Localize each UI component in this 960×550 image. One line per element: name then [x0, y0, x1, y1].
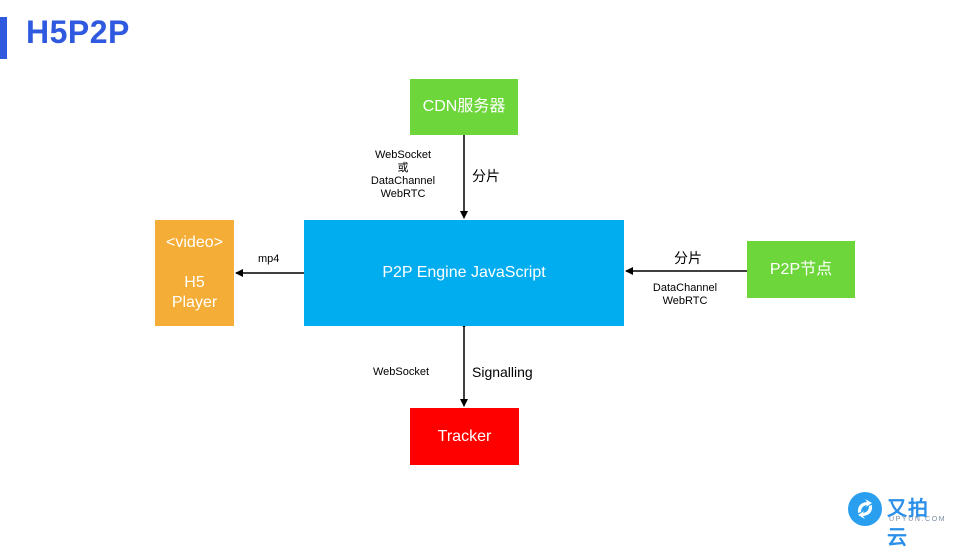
protocol-webrtc: WebRTC — [662, 295, 708, 307]
signalling-label: Signalling — [472, 364, 533, 380]
peer-protocols-label: DataChannel WebRTC — [645, 282, 725, 308]
cdn-server-label: CDN服务器 — [422, 98, 506, 115]
upyun-logo-icon — [848, 492, 882, 526]
player-format-label: mp4 — [258, 253, 280, 265]
tracker-node: Tracker — [410, 408, 519, 465]
cdn-protocols-label: WebSocket 或 DataChannel WebRTC — [364, 149, 442, 201]
tracker-label: Tracker — [437, 427, 492, 445]
protocol-webrtc: WebRTC — [380, 188, 426, 200]
protocol-datachannel: DataChannel — [652, 282, 718, 294]
player-player-label: Player — [171, 294, 218, 311]
title-accent-bar — [0, 17, 7, 59]
p2p-peer-label: P2P节点 — [769, 260, 833, 278]
player-video-tag-label: <video> — [166, 234, 223, 251]
tracker-protocol-label: WebSocket — [373, 366, 430, 378]
p2p-engine-label: P2P Engine JavaScript — [382, 264, 546, 281]
peer-segment-label: 分片 — [674, 250, 702, 266]
upyun-logo: 又拍云 UPYUN.COM — [848, 492, 948, 549]
upyun-swirl-icon — [857, 499, 873, 519]
protocol-websocket: WebSocket — [374, 149, 432, 161]
h5-player-node: <video> H5 Player — [155, 220, 234, 326]
cdn-segment-label: 分片 — [472, 168, 500, 184]
protocol-or: 或 — [397, 162, 409, 174]
cdn-server-node: CDN服务器 — [410, 79, 518, 135]
p2p-engine-node: P2P Engine JavaScript — [304, 220, 624, 326]
protocol-datachannel: DataChannel — [370, 175, 436, 187]
player-h5-label: H5 — [184, 274, 205, 291]
upyun-logo-domain: UPYUN.COM — [889, 516, 947, 523]
page-title: H5P2P — [26, 14, 130, 50]
p2p-peer-node: P2P节点 — [747, 241, 855, 298]
